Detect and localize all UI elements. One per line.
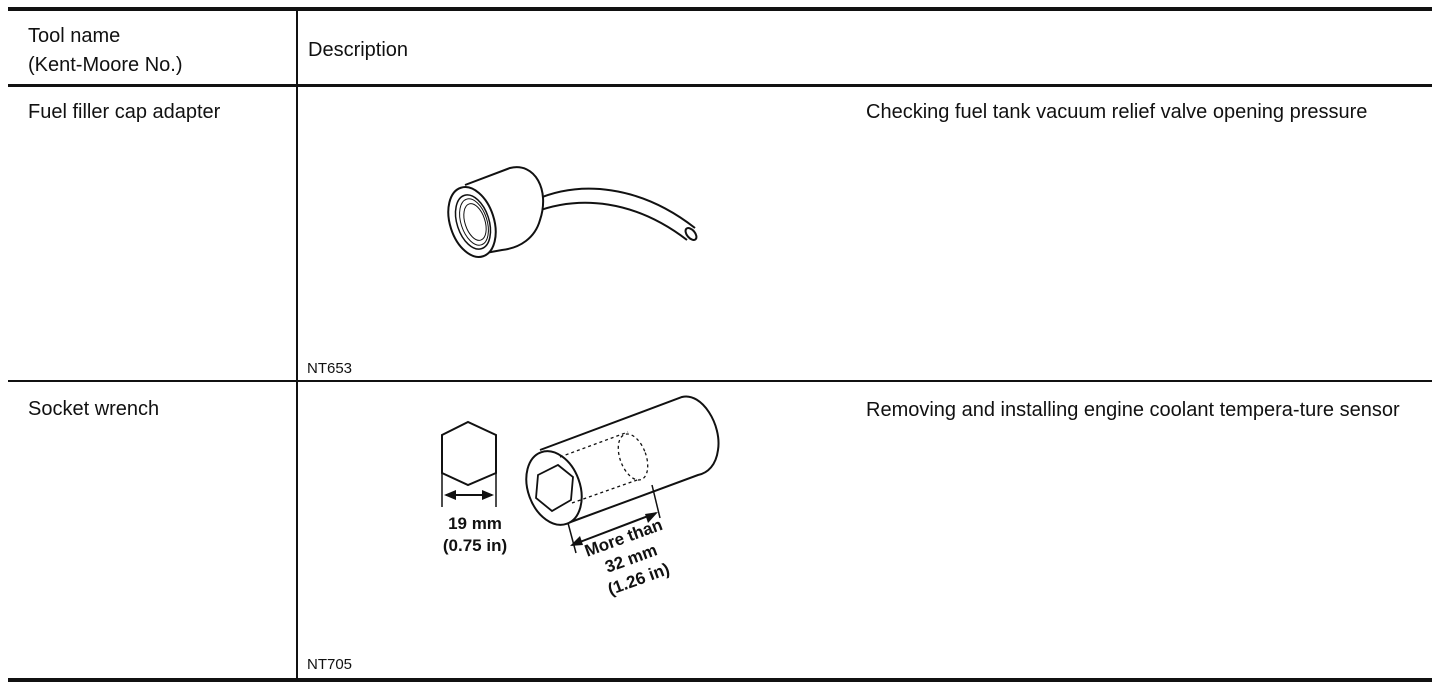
header-tool-name-label: Tool name bbox=[28, 25, 121, 47]
tool-code-row1: NT653 bbox=[307, 360, 353, 377]
socket-wrench-drawing bbox=[441, 395, 720, 554]
header-tool-name: Tool name (Kent-Moore No.) bbox=[28, 22, 183, 80]
tool-name-socket-wrench: Socket wrench bbox=[28, 398, 160, 420]
fuel-filler-cap-adapter-drawing bbox=[447, 166, 698, 258]
hex-size-in: (0.75 in) bbox=[442, 536, 508, 555]
column-divider bbox=[296, 9, 298, 681]
row-divider bbox=[8, 380, 1432, 382]
tool-description-row2: Removing and installing engine coolant t… bbox=[866, 399, 1400, 421]
tool-description-row1: Checking fuel tank vacuum relief valve o… bbox=[866, 101, 1368, 123]
tool-code-row2: NT705 bbox=[307, 656, 353, 673]
tool-name-fuel-filler-cap-adapter: Fuel filler cap adapter bbox=[28, 101, 221, 123]
table-top-rule bbox=[8, 7, 1432, 11]
hex-size-mm: 19 mm bbox=[448, 514, 502, 533]
header-description: Description bbox=[308, 39, 409, 61]
header-kent-moore-label: (Kent-Moore No.) bbox=[28, 54, 183, 76]
header-rule bbox=[8, 84, 1432, 87]
table-bottom-rule bbox=[8, 678, 1432, 682]
hex-size-label: 19 mm (0.75 in) bbox=[420, 513, 530, 557]
